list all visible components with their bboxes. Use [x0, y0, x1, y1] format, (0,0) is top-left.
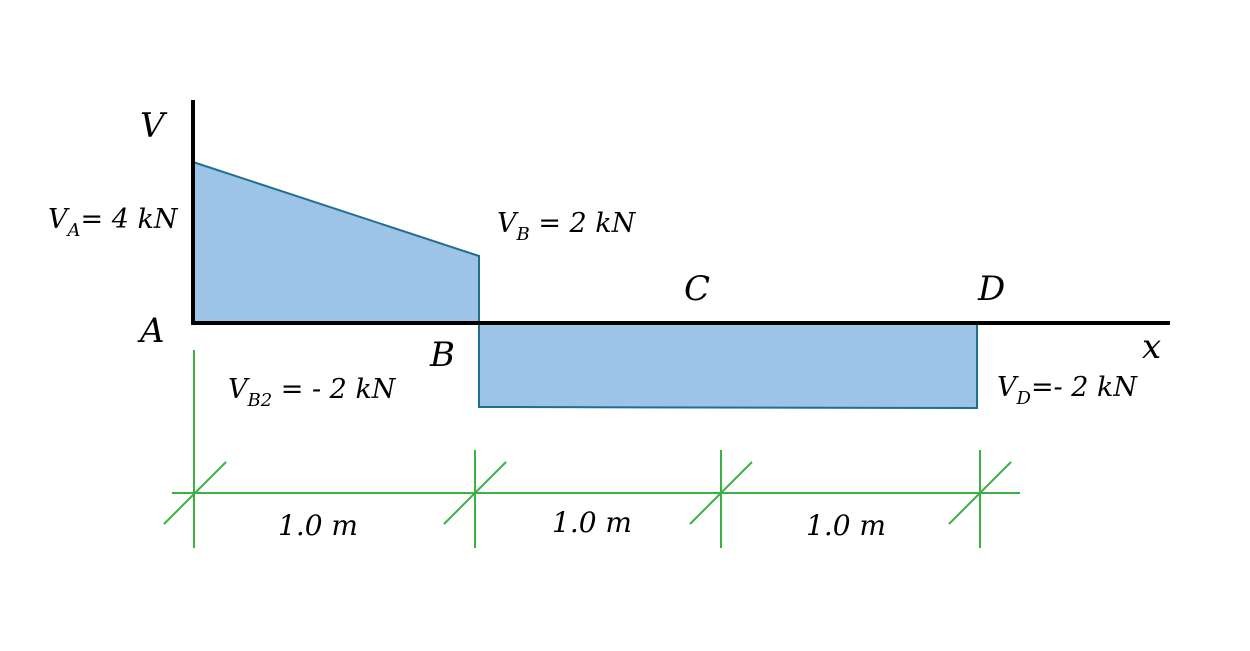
dimension-label-bc: 1.0 m: [552, 506, 632, 539]
negative-shear-region: [478, 322, 978, 410]
point-b-label: B: [429, 335, 455, 375]
dimension-label-ab: 1.0 m: [278, 509, 358, 542]
point-a-label: A: [137, 311, 165, 351]
point-c-label: C: [684, 269, 710, 309]
point-d-label: D: [977, 269, 1005, 309]
dimension-lines: [163, 350, 1020, 548]
positive-shear-region: [192, 160, 480, 324]
vb-label: VB = 2 kN: [497, 208, 637, 245]
dimension-label-cd: 1.0 m: [806, 509, 886, 542]
x-axis-label: x: [1142, 327, 1161, 367]
vb2-label: VB2 = - 2 kN: [228, 374, 397, 411]
va-label: VA= 4 kN: [48, 204, 179, 241]
v-axis-label: V: [140, 106, 168, 146]
vd-label: VD=- 2 kN: [997, 372, 1138, 409]
